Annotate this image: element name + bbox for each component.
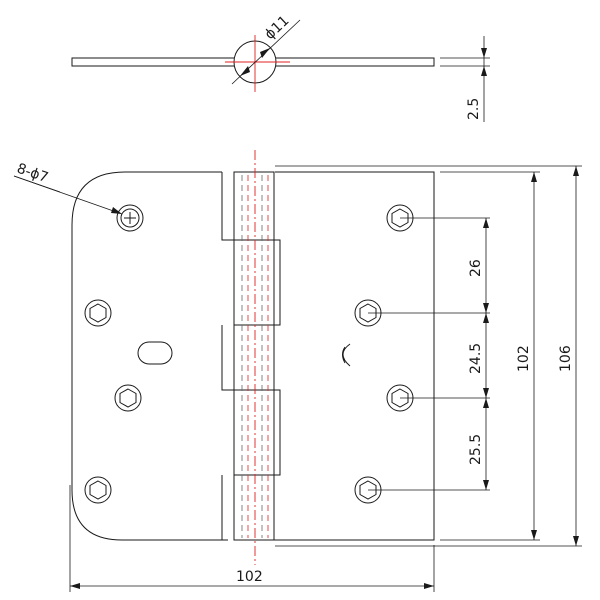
front-view: 8-ϕ7 bbox=[13, 150, 435, 565]
knuckle-3-flange bbox=[221, 325, 234, 391]
tab-slot bbox=[342, 343, 351, 367]
top-view: ϕ11 2.5 bbox=[71, 13, 490, 122]
hole-spec-underline bbox=[13, 175, 61, 193]
screw-hole bbox=[84, 299, 112, 327]
hole-spec-arrow bbox=[111, 207, 122, 214]
left-leaf-outline bbox=[71, 171, 228, 541]
hole-spacing-label-1: 26 bbox=[468, 259, 484, 277]
left-leaf-holes bbox=[84, 204, 173, 504]
pin-diameter-label: ϕ11 bbox=[262, 13, 293, 43]
knuckle-1-flange bbox=[221, 172, 234, 241]
knuckle-assembly bbox=[221, 150, 281, 565]
knuckle-4 bbox=[234, 389, 281, 476]
right-leaf-outline bbox=[262, 171, 435, 541]
inner-height-label: 102 bbox=[516, 345, 532, 372]
hole-spacing-label-2: 24.5 bbox=[468, 343, 484, 374]
pin-diameter-arrow bbox=[240, 66, 250, 76]
overall-width-label: 102 bbox=[236, 569, 263, 585]
screw-hole bbox=[114, 384, 142, 412]
knuckle-2 bbox=[234, 239, 281, 326]
thickness-arrow-bottom bbox=[481, 66, 487, 76]
hole-spacing-label-3: 25.5 bbox=[468, 434, 484, 465]
right-leaf-holes bbox=[342, 204, 414, 504]
thickness-arrow-top bbox=[481, 48, 487, 58]
screw-hole bbox=[84, 476, 112, 504]
thickness-label: 2.5 bbox=[466, 98, 482, 120]
overall-height-label: 106 bbox=[558, 345, 574, 372]
dimension-lines: 26 24.5 25.5 102 106 102 bbox=[69, 165, 582, 592]
screw-hole bbox=[116, 204, 144, 232]
pin-diameter-arrow-2 bbox=[260, 48, 270, 58]
oval-slot bbox=[137, 341, 173, 365]
